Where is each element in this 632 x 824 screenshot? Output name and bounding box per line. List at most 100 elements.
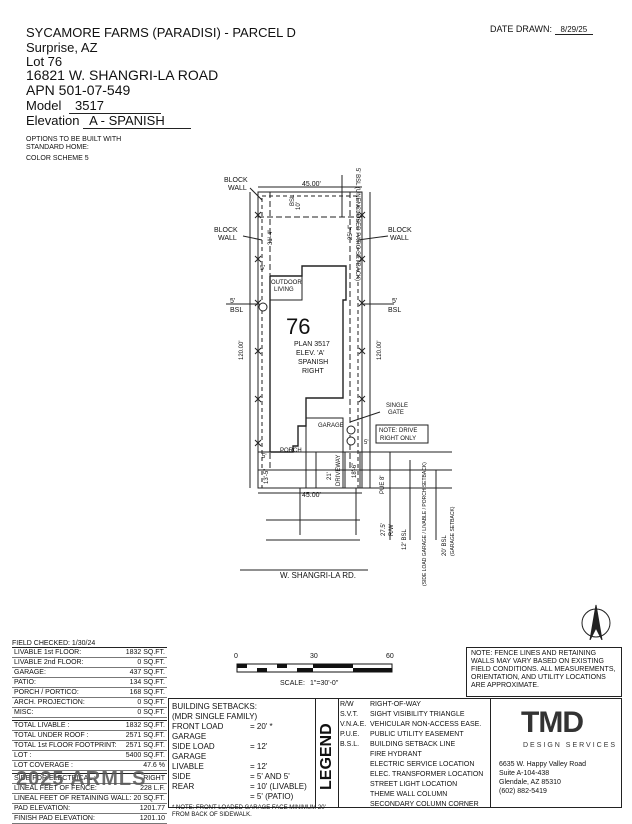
porch-label: PORCH (280, 448, 302, 454)
scale-tick-0: 0 (234, 653, 238, 660)
stat-value: 228 L.F. (140, 785, 165, 792)
company-addr-2: Suite A-104-438 (499, 770, 550, 777)
field-checked: FIELD CHECKED: 1/30/24 (12, 640, 96, 647)
stat-value: 0 SQ.FT. (137, 709, 165, 716)
color-scheme: COLOR SCHEME 5 (26, 155, 89, 162)
north-arrow-icon (581, 604, 611, 640)
stat-row: TOTAL 1st FLOOR FOOTPRINT:2571 SQ.FT. (12, 741, 167, 751)
legend-item: V.N.A.E.VEHICULAR NON-ACCESS EASE. (340, 720, 485, 730)
setback-label: FRONT LOAD GARAGE (172, 722, 224, 741)
stat-row: TOTAL LIVABLE :1832 SQ.FT. (12, 721, 167, 731)
left-wall-marks (254, 211, 262, 447)
dim-10: 10' (296, 202, 302, 210)
dim-25-4: 25'-4" (348, 225, 354, 240)
left-5-label: 5' (230, 298, 235, 305)
legend-text: BUILDING SETBACK LINE (370, 741, 456, 748)
legend-text: ELECTRIC SERVICE LOCATION (370, 761, 475, 768)
left-bsl-label: BSL (230, 307, 243, 314)
right-wall-marks (358, 211, 366, 403)
right-depth: 120.00' (377, 341, 383, 361)
legend-abbr (340, 770, 370, 780)
lot-number-large: 76 (286, 314, 310, 339)
electric-service-symbol (346, 425, 356, 435)
stat-label: TOTAL LIVABLE : (14, 722, 70, 729)
lot-stats: FIELD CHECKED: 1/30/24 LIVABLE 1st FLOOR… (12, 640, 167, 824)
stat-label: TOTAL UNDER ROOF : (14, 732, 89, 739)
legend-abbr: S.V.T. (340, 711, 359, 718)
company-address: 6635 W. Happy Valley Road Suite A-104-43… (499, 760, 586, 796)
style-line: SPANISH (298, 359, 328, 366)
legend-abbr: R/W (340, 701, 354, 708)
block-wall-leader-1 (249, 187, 263, 201)
company-phone: (602) 882-5419 (499, 788, 547, 795)
stat-row: TOTAL UNDER ROOF : 2571 SQ.FT. (12, 731, 167, 741)
setback-rows: FRONT LOAD GARAGE= 20' *SIDE LOAD GARAGE… (172, 722, 332, 802)
legend-abbr (340, 760, 370, 770)
scale-label: SCALE: (280, 680, 305, 687)
front-5-label: 5' (262, 454, 266, 460)
bsl-12-note: (SIDE LOAD GARAGE / LIVABLE / PORCH SETB… (422, 462, 428, 586)
date-value: 8/29/25 (554, 25, 594, 35)
date-drawn: DATE DRAWN: 8/29/25 (490, 24, 594, 35)
stat-label: LINEAL FEET OF RETAINING WALL: (14, 795, 132, 802)
company-addr-1: 6635 W. Happy Valley Road (499, 761, 587, 768)
model-value: 3517 (69, 98, 162, 114)
stats-group-2: TOTAL LIVABLE :1832 SQ.FT.TOTAL UNDER RO… (12, 720, 167, 771)
left-depth: 120.00' (239, 341, 245, 361)
date-label: DATE DRAWN: (490, 24, 552, 34)
dim-31-4: 31'-4" (268, 230, 274, 245)
stat-value: RIGHT (143, 775, 165, 782)
stat-row: GARAGE:437 SQ.FT. (12, 668, 167, 678)
stats-group-1: LIVABLE 1st FLOOR:1832 SQ.FT.LIVABLE 2nd… (12, 647, 167, 718)
stat-row: LOT :5400 SQ.FT. (12, 751, 167, 761)
apn: APN 501-07-549 (26, 82, 131, 98)
legend-item: FIRE HYDRANT (340, 750, 485, 760)
stat-label: PORCH / PORTICO: (14, 689, 79, 696)
stat-label: MISC: (14, 709, 34, 716)
legend-item: ELECTRIC SERVICE LOCATION (340, 760, 485, 770)
bsl-20-note: (GARAGE SETBACK) (450, 506, 456, 556)
stat-label: LOT COVERAGE : (14, 762, 73, 769)
elevation-value: A - SPANISH (83, 113, 192, 129)
block-wall-leader-3 (357, 235, 389, 241)
scale-tick-30: 30 (310, 653, 318, 660)
legend-item: P.U.E.PUBLIC UTILITY EASEMENT (340, 730, 485, 740)
model-label: Model (26, 98, 62, 113)
setbacks-title-1: BUILDING SETBACKS: (172, 702, 257, 711)
street-name: W. SHANGRI-LA RD. (280, 571, 356, 580)
stat-label: LINEAL FEET OF FENCE: (14, 785, 97, 792)
stat-value: 2571 SQ.FT. (125, 732, 165, 739)
legend-abbr (340, 780, 370, 790)
scale-bar: 0 30 60 SCALE: 1"=30'-0" (234, 653, 394, 687)
legend-abbr (340, 750, 370, 760)
elevation-row: Elevation A - SPANISH (26, 113, 192, 129)
elevation-label: Elevation (26, 113, 80, 128)
setbacks-note: * NOTE: FRONT LOADED GARAGE FACE MINIMUM… (172, 805, 326, 818)
dim-18-6: 18'-6" (352, 463, 358, 478)
scale-value: 1"=30'-0" (310, 680, 339, 687)
plan-line: PLAN 3517 (294, 341, 330, 348)
bsl-20-label: 20' BSL (442, 535, 448, 556)
stat-label: TOTAL 1st FLOOR FOOTPRINT: (14, 742, 117, 749)
setback-label: SIDE LOAD GARAGE (172, 742, 215, 761)
top-width: 45.00' (302, 181, 321, 188)
setback-row: = 5' (PATIO) (172, 792, 332, 802)
stat-row: LINEAL FEET OF RETAINING WALL:20 SQ.FT. (12, 794, 167, 804)
house-footprint (269, 265, 347, 453)
stat-value: 1201.77 (139, 805, 165, 812)
stat-value: 20 SQ.FT. (133, 795, 165, 802)
stat-row: LIVABLE 2nd FLOOR:0 SQ.FT. (12, 658, 167, 668)
legend-item: THEME WALL COLUMN (340, 790, 485, 800)
stat-row: FINISH PAD ELEVATION:1201.10 (12, 814, 167, 824)
company-subtitle: DESIGN SERVICES (523, 742, 618, 749)
dim-27-5: 27.5' (381, 523, 387, 536)
setback-label (172, 792, 250, 802)
legend-item: S.V.T.SIGHT VISIBILITY TRIANGLE (340, 710, 485, 720)
lot-number: Lot 76 (26, 54, 63, 69)
right-5-label: 5' (392, 298, 397, 305)
stat-value: 168 SQ.FT. (129, 689, 165, 696)
dim-8: 8' (380, 476, 386, 480)
legend-abbr (340, 800, 370, 810)
stat-row: LIVABLE 1st FLOOR:1832 SQ.FT. (12, 648, 167, 658)
